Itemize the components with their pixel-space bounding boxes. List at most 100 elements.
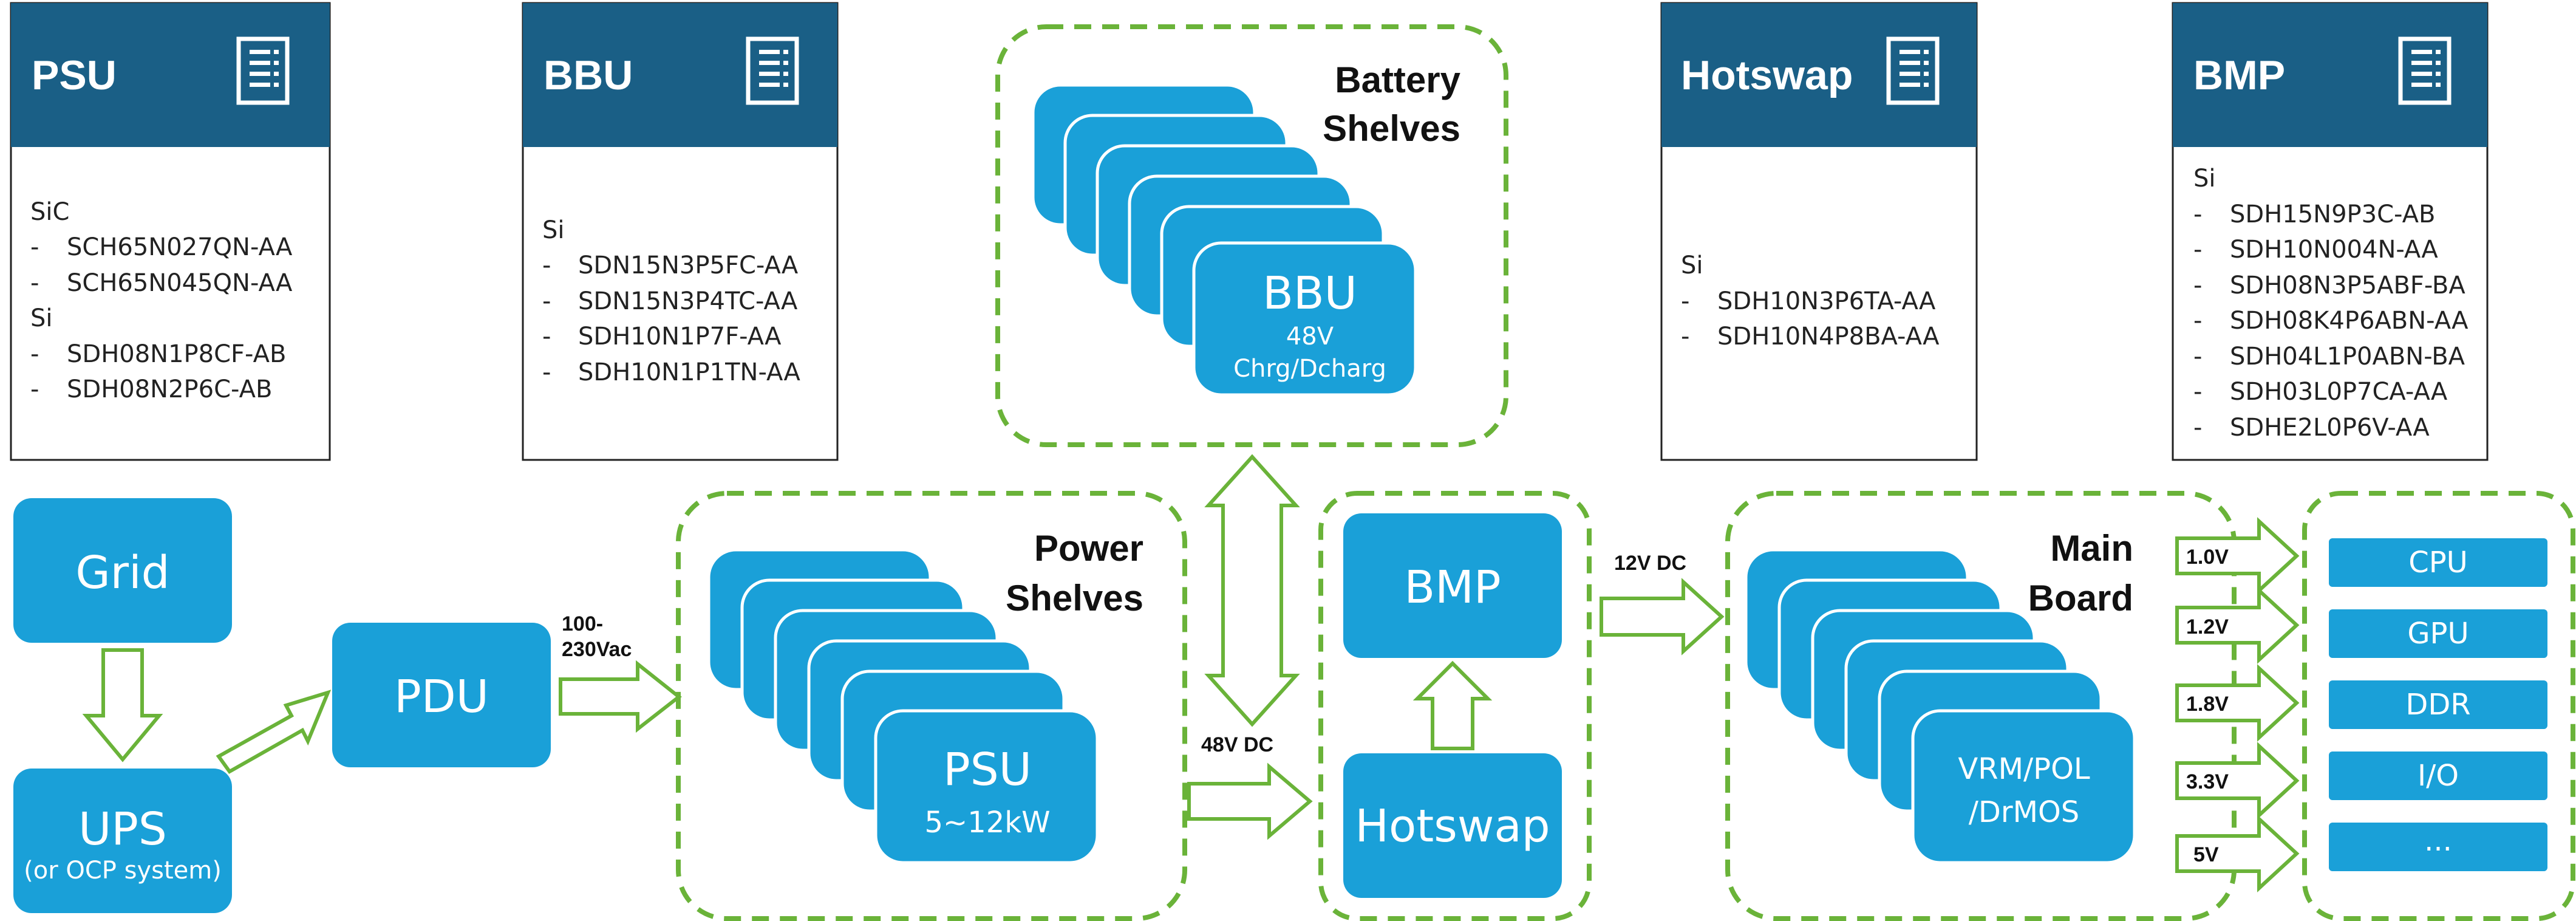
- document-list-icon: [1886, 36, 1940, 105]
- card-dash: -: [1681, 287, 1689, 315]
- battery-shelves-title-2: Shelves: [1323, 108, 1460, 149]
- card-dash: -: [30, 375, 39, 403]
- card-dash: -: [30, 340, 39, 368]
- card-line: SDH10N004N-AA: [2230, 236, 2438, 264]
- card-line: SDH04L1P0ABN-BA: [2230, 343, 2465, 371]
- vrm-stack: [1744, 548, 2136, 865]
- dc48-label: 48V DC: [1201, 733, 1273, 756]
- card-dash: -: [30, 233, 39, 261]
- card-line: SDH10N4P8BA-AA: [1717, 323, 1940, 351]
- power-shelves-title-2: Shelves: [1006, 578, 1143, 618]
- hotswap-card-title: Hotswap: [1681, 52, 1853, 98]
- flow-arrows: [82, 454, 2300, 892]
- card-dash: -: [2193, 378, 2202, 406]
- ups-block-title: UPS: [78, 803, 167, 855]
- card-line: SDN15N3P4TC-AA: [578, 287, 798, 315]
- card-line: SDH08K4P6ABN-AA: [2230, 307, 2469, 335]
- card-line: Si: [542, 216, 565, 244]
- card-dash: -: [2193, 343, 2202, 371]
- bmp-card: BMP Si - SDH15N9P3C-AB - SDH10N004N-AA -…: [2172, 2, 2489, 461]
- ups-block: [13, 769, 232, 913]
- cpu-label: CPU: [2408, 546, 2468, 580]
- main-board-title-1: Main: [2050, 528, 2133, 569]
- rail-arrow: [2175, 664, 2300, 742]
- psu-card: PSU SiC - SCH65N027QN-AA - SCH65N045QN-A…: [10, 2, 331, 461]
- pdu-block: [332, 623, 551, 767]
- card-dash: -: [542, 323, 551, 351]
- card-line: SCH65N027QN-AA: [67, 233, 293, 261]
- document-list-icon: [746, 36, 799, 105]
- ups-block-sub: (or OCP system): [24, 857, 222, 885]
- card-dash: -: [1681, 323, 1689, 351]
- ac-input-label-1: 100-: [562, 612, 603, 635]
- card-line: Si: [30, 304, 53, 332]
- card-line: SDH10N1P1TN-AA: [578, 358, 800, 386]
- rail-label: 5V: [2193, 843, 2219, 866]
- card-dash: -: [2193, 272, 2202, 300]
- bbu-block-sub1: 48V: [1286, 323, 1334, 351]
- grid-block: [13, 498, 232, 643]
- psu-block: [874, 709, 1099, 865]
- ups-to-pdu-arrow: [216, 690, 332, 774]
- card-line: SDH03L0P7CA-AA: [2230, 378, 2448, 406]
- rail-label: 1.2V: [2186, 615, 2229, 639]
- card-dash: -: [2193, 307, 2202, 335]
- card-dash: -: [2193, 414, 2202, 442]
- power-shelves-group: [676, 491, 1187, 921]
- bmp-block-title: BMP: [1404, 561, 1501, 614]
- battery-shelves-group: [995, 24, 1508, 447]
- outputs-group: [2302, 491, 2575, 921]
- ac-input-label-2: 230Vac: [562, 638, 632, 661]
- gpu-block: [2329, 609, 2547, 658]
- psu-block-sub: 5~12kW: [924, 806, 1050, 840]
- vrm-block-title-1: VRM/POL: [1958, 752, 2090, 786]
- card-line: SDH10N1P7F-AA: [578, 323, 782, 351]
- bbu-stack: [1031, 83, 1417, 397]
- bmp-card-header: [2173, 3, 2487, 147]
- card-dash: -: [542, 358, 551, 386]
- main-board-title-2: Board: [2028, 578, 2133, 618]
- more-block: [2329, 823, 2547, 871]
- card-line: Si: [2193, 165, 2216, 193]
- bbu-bidirectional-arrow: [1204, 454, 1300, 727]
- more-label: ...: [2424, 824, 2452, 858]
- bmp-block: [1343, 513, 1562, 658]
- battery-shelves-title-1: Battery: [1335, 60, 1460, 100]
- ddr-label: DDR: [2405, 688, 2470, 722]
- psu-to-hotswap-arrow: [1187, 762, 1313, 840]
- card-line: SDN15N3P5FC-AA: [578, 252, 799, 279]
- pdu-block-title: PDU: [394, 671, 489, 723]
- ddr-block: [2329, 680, 2547, 729]
- psu-stack: [707, 548, 1099, 865]
- psu-block-title: PSU: [943, 744, 1032, 796]
- rail-label: 1.8V: [2186, 693, 2229, 716]
- card-line: SDH10N3P6TA-AA: [1717, 287, 1936, 315]
- card-line: SDHE2L0P6V-AA: [2230, 414, 2430, 442]
- cpu-block: [2329, 538, 2547, 587]
- io-block: [2329, 752, 2547, 800]
- grid-to-ups-arrow: [82, 648, 163, 762]
- card-dash: -: [30, 269, 39, 297]
- hotswap-card: Hotswap Si - SDH10N3P6TA-AA - SDH10N4P8B…: [1660, 2, 1978, 461]
- grid-block-title: Grid: [75, 547, 169, 599]
- bbu-card-title: BBU: [543, 52, 633, 98]
- bbu-card: BBU Si - SDN15N3P5FC-AA - SDN15N3P4TC-AA…: [522, 2, 839, 461]
- hotswap-bmp-group: [1318, 491, 1592, 921]
- bbu-block-title: BBU: [1262, 267, 1357, 320]
- pdu-to-psu-arrow: [559, 660, 682, 733]
- power-shelves-title-1: Power: [1034, 528, 1143, 569]
- dc12-label: 12V DC: [1614, 552, 1686, 575]
- rail-arrow: [2175, 586, 2300, 664]
- gpu-label: GPU: [2407, 617, 2469, 651]
- card-line: Si: [1681, 252, 1703, 279]
- hotswap-block-title: Hotswap: [1355, 800, 1550, 852]
- card-line: SDH08N1P8CF-AB: [67, 340, 286, 368]
- card-line: SDH15N9P3C-AB: [2230, 200, 2435, 228]
- psu-card-title: PSU: [32, 52, 117, 98]
- vrm-block-title-2: /DrMOS: [1969, 795, 2080, 829]
- bmp-to-mainboard-arrow: [1600, 578, 1725, 656]
- card-dash: -: [2193, 200, 2202, 228]
- card-dash: -: [542, 287, 551, 315]
- rail-arrow: [2175, 517, 2300, 595]
